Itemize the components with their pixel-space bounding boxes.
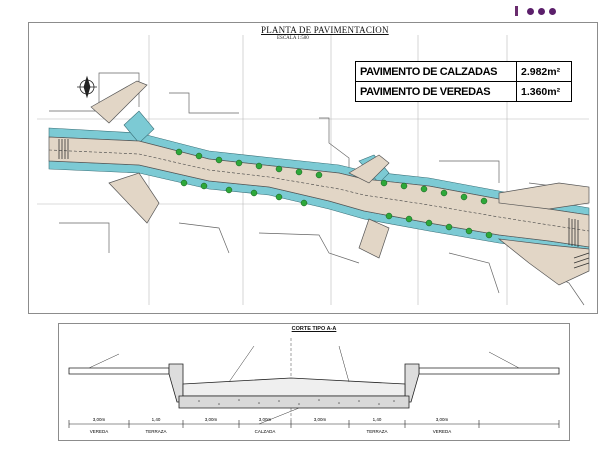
dimension-value: 3,00m bbox=[205, 417, 218, 422]
dimension-value: 1,40 bbox=[152, 417, 161, 422]
cross-section-drawing: CORTE TIPO A-A bbox=[58, 323, 570, 441]
trees bbox=[175, 148, 493, 239]
section-title: CORTE TIPO A-A bbox=[291, 326, 337, 332]
dimension-value: 3,00m bbox=[436, 417, 449, 422]
sidewalks bbox=[68, 367, 560, 375]
menu-dots-icon[interactable] bbox=[527, 8, 556, 15]
table-row: PAVIMENTO DE CALZADAS 2.982m² bbox=[355, 61, 572, 82]
plan-drawing: PLANTA DE PAVIMENTACION ESCALA 1:500 bbox=[28, 22, 598, 314]
base-stipple bbox=[198, 399, 395, 405]
table-value: 1.360m² bbox=[516, 81, 572, 102]
dimension-label: TERRAZA bbox=[366, 429, 387, 434]
pavement-slab bbox=[182, 377, 406, 397]
table-label: PAVIMENTO DE VEREDAS bbox=[355, 81, 517, 102]
dimension-value: 3,00m bbox=[314, 417, 327, 422]
crosswalks bbox=[58, 139, 590, 269]
road-surface bbox=[48, 80, 590, 286]
plan-scale: ESCALA 1:500 bbox=[277, 36, 309, 41]
dimension-label: CALZADA bbox=[255, 429, 276, 434]
dimension-ticks bbox=[68, 420, 560, 428]
dimension-value: 3,00m bbox=[93, 417, 106, 422]
base-layer bbox=[178, 395, 410, 409]
center-line bbox=[48, 149, 590, 232]
plan-title: PLANTA DE PAVIMENTACION bbox=[261, 25, 389, 35]
pavement-area-table: PAVIMENTO DE CALZADAS 2.982m² PAVIMENTO … bbox=[355, 61, 572, 102]
dimension-label: VEREDA bbox=[433, 429, 452, 434]
dimension-label: TERRAZA bbox=[145, 429, 166, 434]
table-row: PAVIMENTO DE VEREDAS 1.360m² bbox=[355, 81, 572, 102]
slide-marker bbox=[515, 6, 518, 16]
north-arrow-icon bbox=[77, 75, 97, 99]
table-label: PAVIMENTO DE CALZADAS bbox=[355, 61, 517, 82]
leader-lines bbox=[88, 345, 520, 425]
dimension-value: 3,00m bbox=[259, 417, 272, 422]
plan-svg bbox=[37, 35, 590, 306]
dimension-value: 1,40 bbox=[373, 417, 382, 422]
dimension-label: VEREDA bbox=[90, 429, 109, 434]
table-value: 2.982m² bbox=[516, 61, 572, 82]
